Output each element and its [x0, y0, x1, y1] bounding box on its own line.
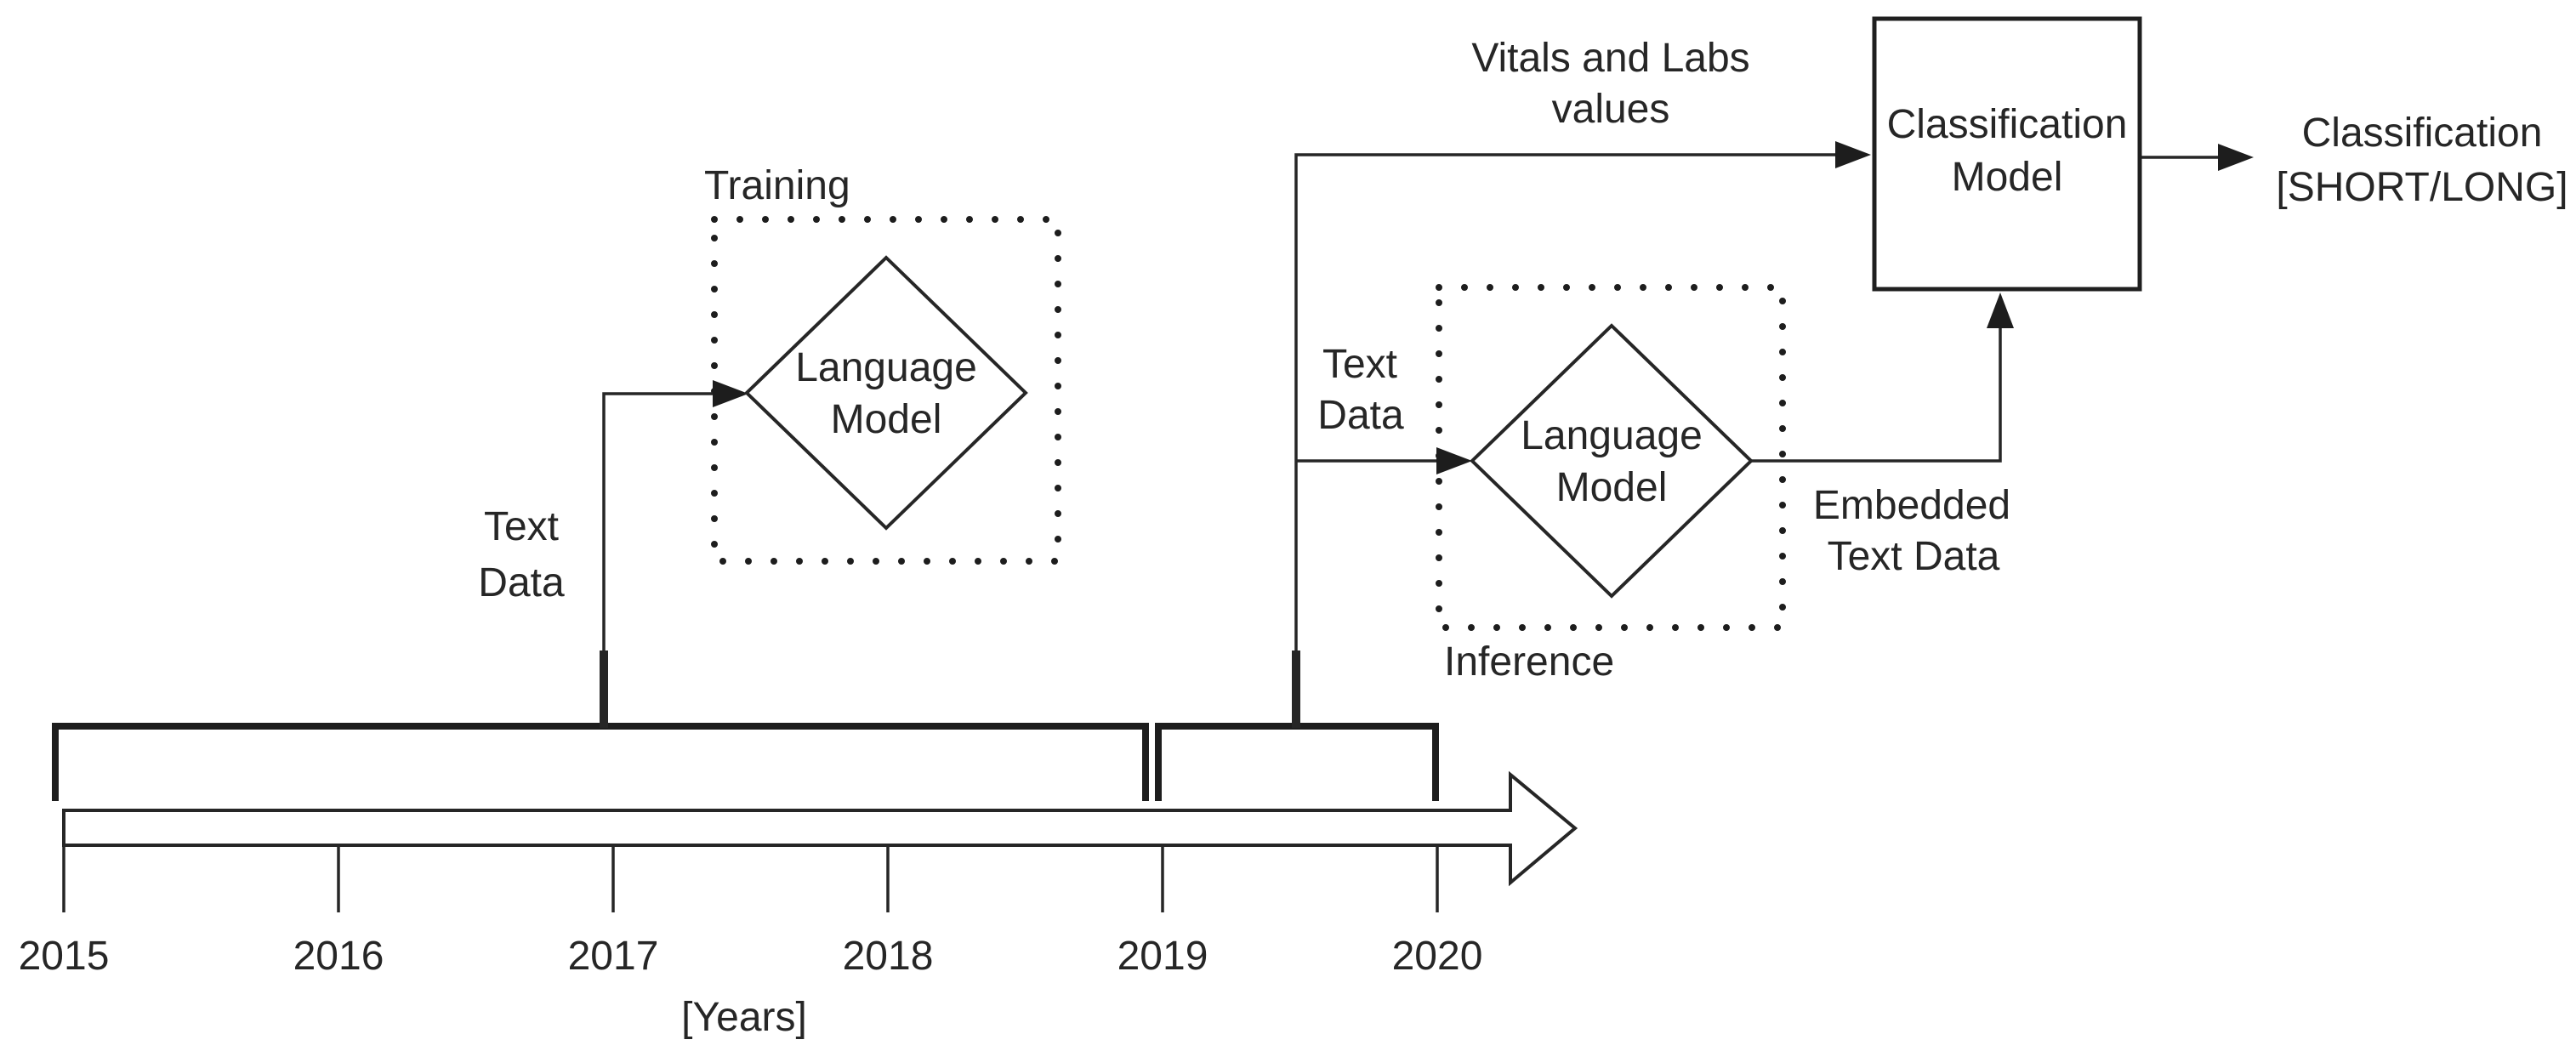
year-label-2020: 2020 [1392, 934, 1483, 979]
training-input-connector [602, 392, 719, 725]
classification-box-label-line2: Model [1952, 155, 2063, 200]
embedded-label-line1: Embedded [1813, 483, 2010, 528]
year-label-2017: 2017 [568, 934, 659, 979]
timeline-span-bracket-inference [1155, 723, 1439, 801]
inference-phase-label: Inference [1444, 639, 1614, 685]
training-input-label-line1: Text [484, 504, 559, 549]
timeline-span-bracket-training [52, 723, 1149, 801]
classification-model-box [1872, 16, 2142, 292]
output-arrowhead [2218, 144, 2254, 171]
year-label-2019: 2019 [1117, 934, 1208, 979]
output-label-line1: Classification [2302, 111, 2543, 156]
classification-box-label-line1: Classification [1887, 102, 2128, 147]
vitals-arrowhead [1835, 141, 1871, 168]
inference-input-arrowhead [1436, 447, 1472, 474]
timeline-axis-label: [Years] [681, 995, 807, 1040]
year-label-2016: 2016 [293, 934, 384, 979]
training-language-model-diamond [744, 255, 1028, 531]
vitals-label-line2: values [1552, 87, 1670, 132]
embedded-arrowhead [1987, 293, 2014, 328]
training-input-label-line2: Data [478, 560, 565, 605]
training-input-arrowhead [713, 380, 748, 407]
inference-diamond-label-line1: Language [1521, 413, 1703, 458]
year-label-2015: 2015 [19, 934, 110, 979]
inference-diamond-label-line2: Model [1556, 465, 1668, 510]
embedded-label-line2: Text Data [1828, 534, 2000, 579]
output-label-line2: [SHORT/LONG] [2276, 165, 2567, 210]
training-diamond-label-line2: Model [831, 397, 942, 442]
timeline-arrow [62, 770, 1578, 887]
inference-language-model-diamond [1470, 323, 1754, 599]
training-phase-label: Training [704, 163, 850, 208]
vitals-connector [1294, 153, 1837, 725]
year-label-2018: 2018 [843, 934, 934, 979]
inference-input-label-line1: Text [1322, 342, 1397, 387]
vitals-label-line1: Vitals and Labs [1471, 36, 1749, 81]
training-diamond-label-line1: Language [795, 345, 977, 390]
embedded-connector [1751, 323, 2002, 463]
inference-input-label-line2: Data [1317, 393, 1404, 438]
